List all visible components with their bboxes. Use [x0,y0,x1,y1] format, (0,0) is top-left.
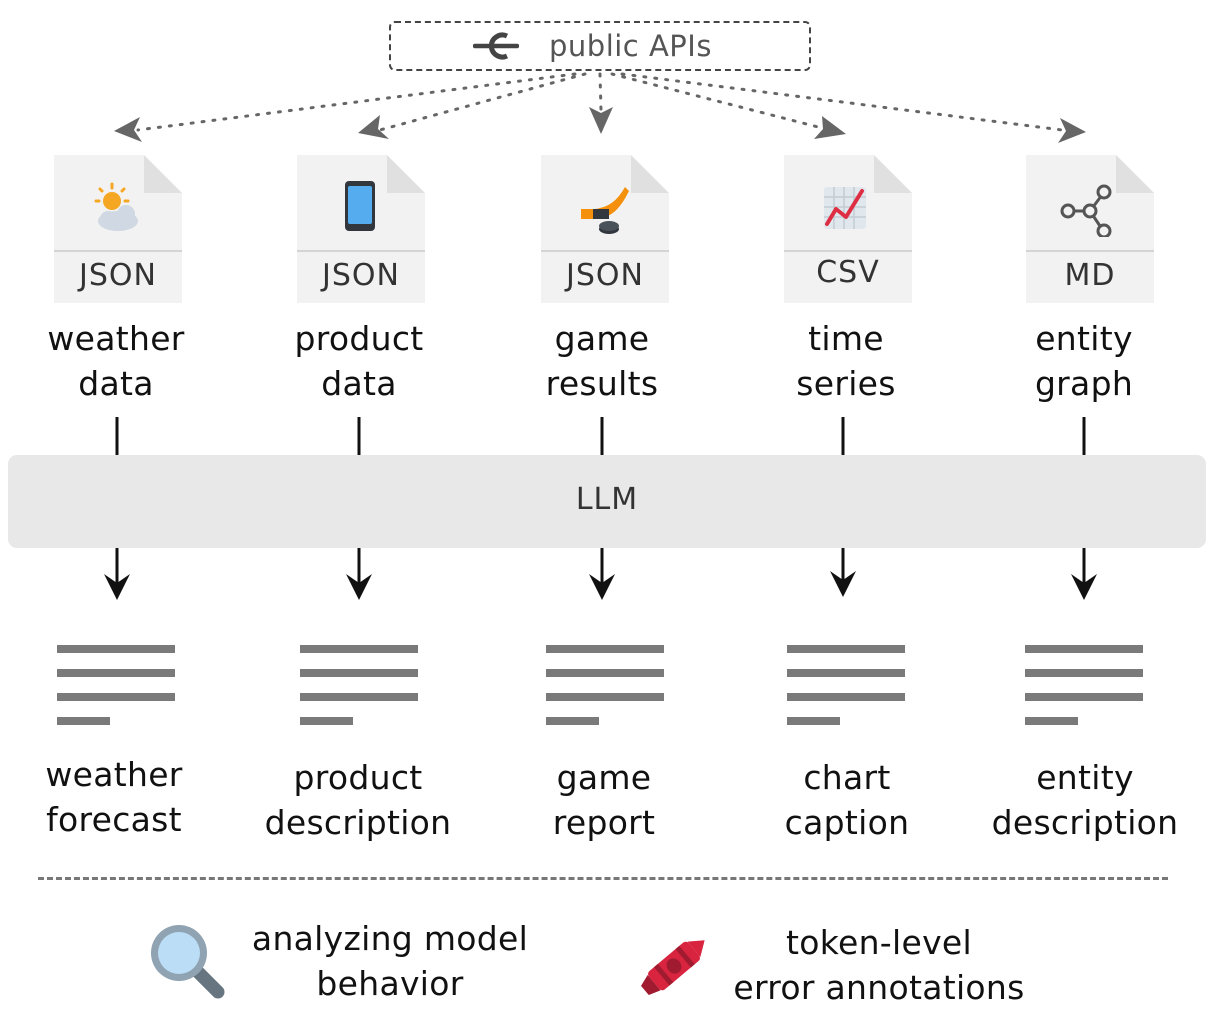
arrow-llm-to-weather-forecast [104,548,130,600]
arrow-llm-to-game-report [589,548,615,600]
source-label-entity: entity graph [964,316,1204,406]
label-line: game [554,319,650,358]
legend-token-level-error-annotations: token-level error annotations [720,920,1038,1010]
source-doc-entity: MD [1026,155,1154,303]
ice-hockey-icon [581,187,629,234]
chart-increasing-icon [824,187,866,229]
format-label: JSON [322,258,400,293]
dotted-arrow-to-entity-graph [620,72,1086,143]
format-label: CSV [816,255,880,290]
format-label: MD [1064,258,1116,293]
label-line: data [78,364,154,403]
label-line: entity [1035,319,1133,358]
label-line: entity [1036,758,1134,797]
label-line: data [321,364,397,403]
label-line: product [293,758,423,797]
source-doc-product: JSON [297,155,425,303]
output-label-product-description: product description [238,755,478,845]
label-line: game [556,758,652,797]
public-apis-label: public APIs [549,29,712,63]
output-label-weather-forecast: weather forecast [0,752,234,842]
label-line: caption [784,803,910,842]
public-apis-box: public APIs [389,21,811,71]
label-line: weather [47,319,185,358]
dotted-arrow-to-product-data [358,72,587,139]
text-document-icon [57,645,175,725]
llm-label: LLM [575,482,639,517]
label-line: token-level [786,923,972,962]
label-line: analyzing model [251,919,529,958]
section-divider [38,877,1168,880]
output-label-game-report: game report [484,755,724,845]
format-label: JSON [79,258,157,293]
label-line: product [294,319,424,358]
mobile-phone-icon [345,181,375,231]
label-line: time [808,319,884,358]
magnifying-glass-icon [151,925,225,999]
source-label-weather: weather data [0,316,236,406]
llm-block: LLM [8,455,1206,548]
source-label-time-series: time series [726,316,966,406]
label-line: weather [45,755,183,794]
arrow-llm-to-product-description [346,548,372,600]
output-label-chart-caption: chart caption [727,755,967,845]
source-doc-weather: JSON [54,155,182,303]
dotted-arrow-to-time-series [610,72,846,139]
label-line: graph [1034,364,1134,403]
source-doc-game: JSON [541,155,669,303]
label-line: forecast [46,800,182,839]
label-line: error annotations [733,968,1025,1007]
arrow-llm-to-entity-description [1071,548,1097,600]
sun-behind-cloud-icon [94,182,138,231]
text-document-icon [546,645,664,725]
label-line: chart [803,758,891,797]
legend-analyzing-model-behavior: analyzing model behavior [240,916,540,1006]
graph-nodes-icon [1060,184,1112,237]
label-line: behavior [316,964,464,1003]
label-line: results [545,364,659,403]
text-document-icon [300,645,418,725]
document-icon [1026,155,1154,303]
dotted-arrow-to-game-results [589,72,613,134]
text-document-icon [1025,645,1143,725]
api-plug-icon [473,32,519,60]
label-line: description [264,803,452,842]
label-line: series [796,364,896,403]
source-doc-time-series: CSV [784,155,912,303]
format-label: JSON [566,258,644,293]
label-line: description [991,803,1179,842]
dotted-arrow-to-weather-data [114,72,577,142]
output-label-entity-description: entity description [965,755,1205,845]
source-label-product: product data [239,316,479,406]
crayon-icon [641,940,705,996]
label-line: report [552,803,656,842]
arrow-llm-to-chart-caption [830,548,856,597]
source-label-game: game results [482,316,722,406]
text-document-icon [787,645,905,725]
